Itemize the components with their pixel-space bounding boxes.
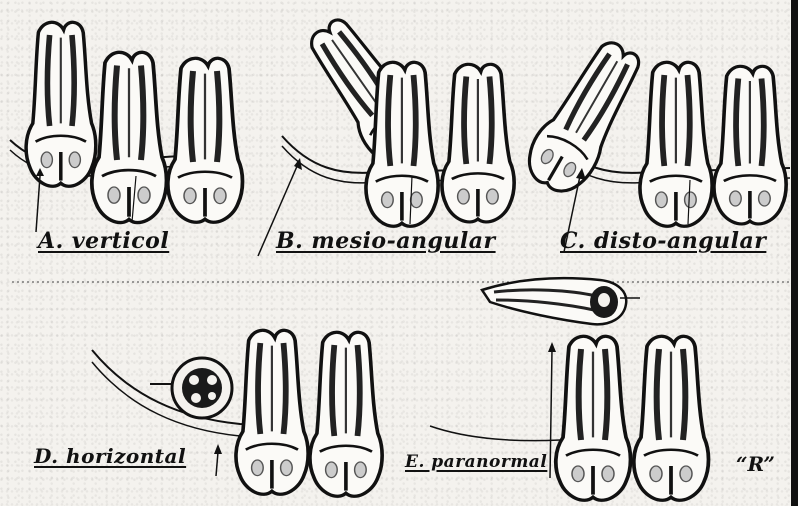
panel-b-mesio-angular xyxy=(258,9,514,256)
label-vertical: A. verticol xyxy=(38,228,169,254)
scan-edge xyxy=(791,0,798,506)
pointer-arrow xyxy=(216,452,218,476)
artist-signature: “R” xyxy=(736,452,775,476)
panel-c-disto-angular xyxy=(518,32,790,252)
label-disto-angular: C. disto-angular xyxy=(560,228,766,254)
panel-d-horizontal xyxy=(92,330,382,496)
label-horizontal: D. horizontal xyxy=(34,444,186,468)
pointer-arrow xyxy=(550,350,552,478)
pointer-arrow xyxy=(36,176,40,232)
panel-a-vertical xyxy=(10,22,243,232)
label-mesio-angular: B. mesio-angular xyxy=(276,228,496,254)
label-paranormal: E. paranormal xyxy=(405,452,547,472)
